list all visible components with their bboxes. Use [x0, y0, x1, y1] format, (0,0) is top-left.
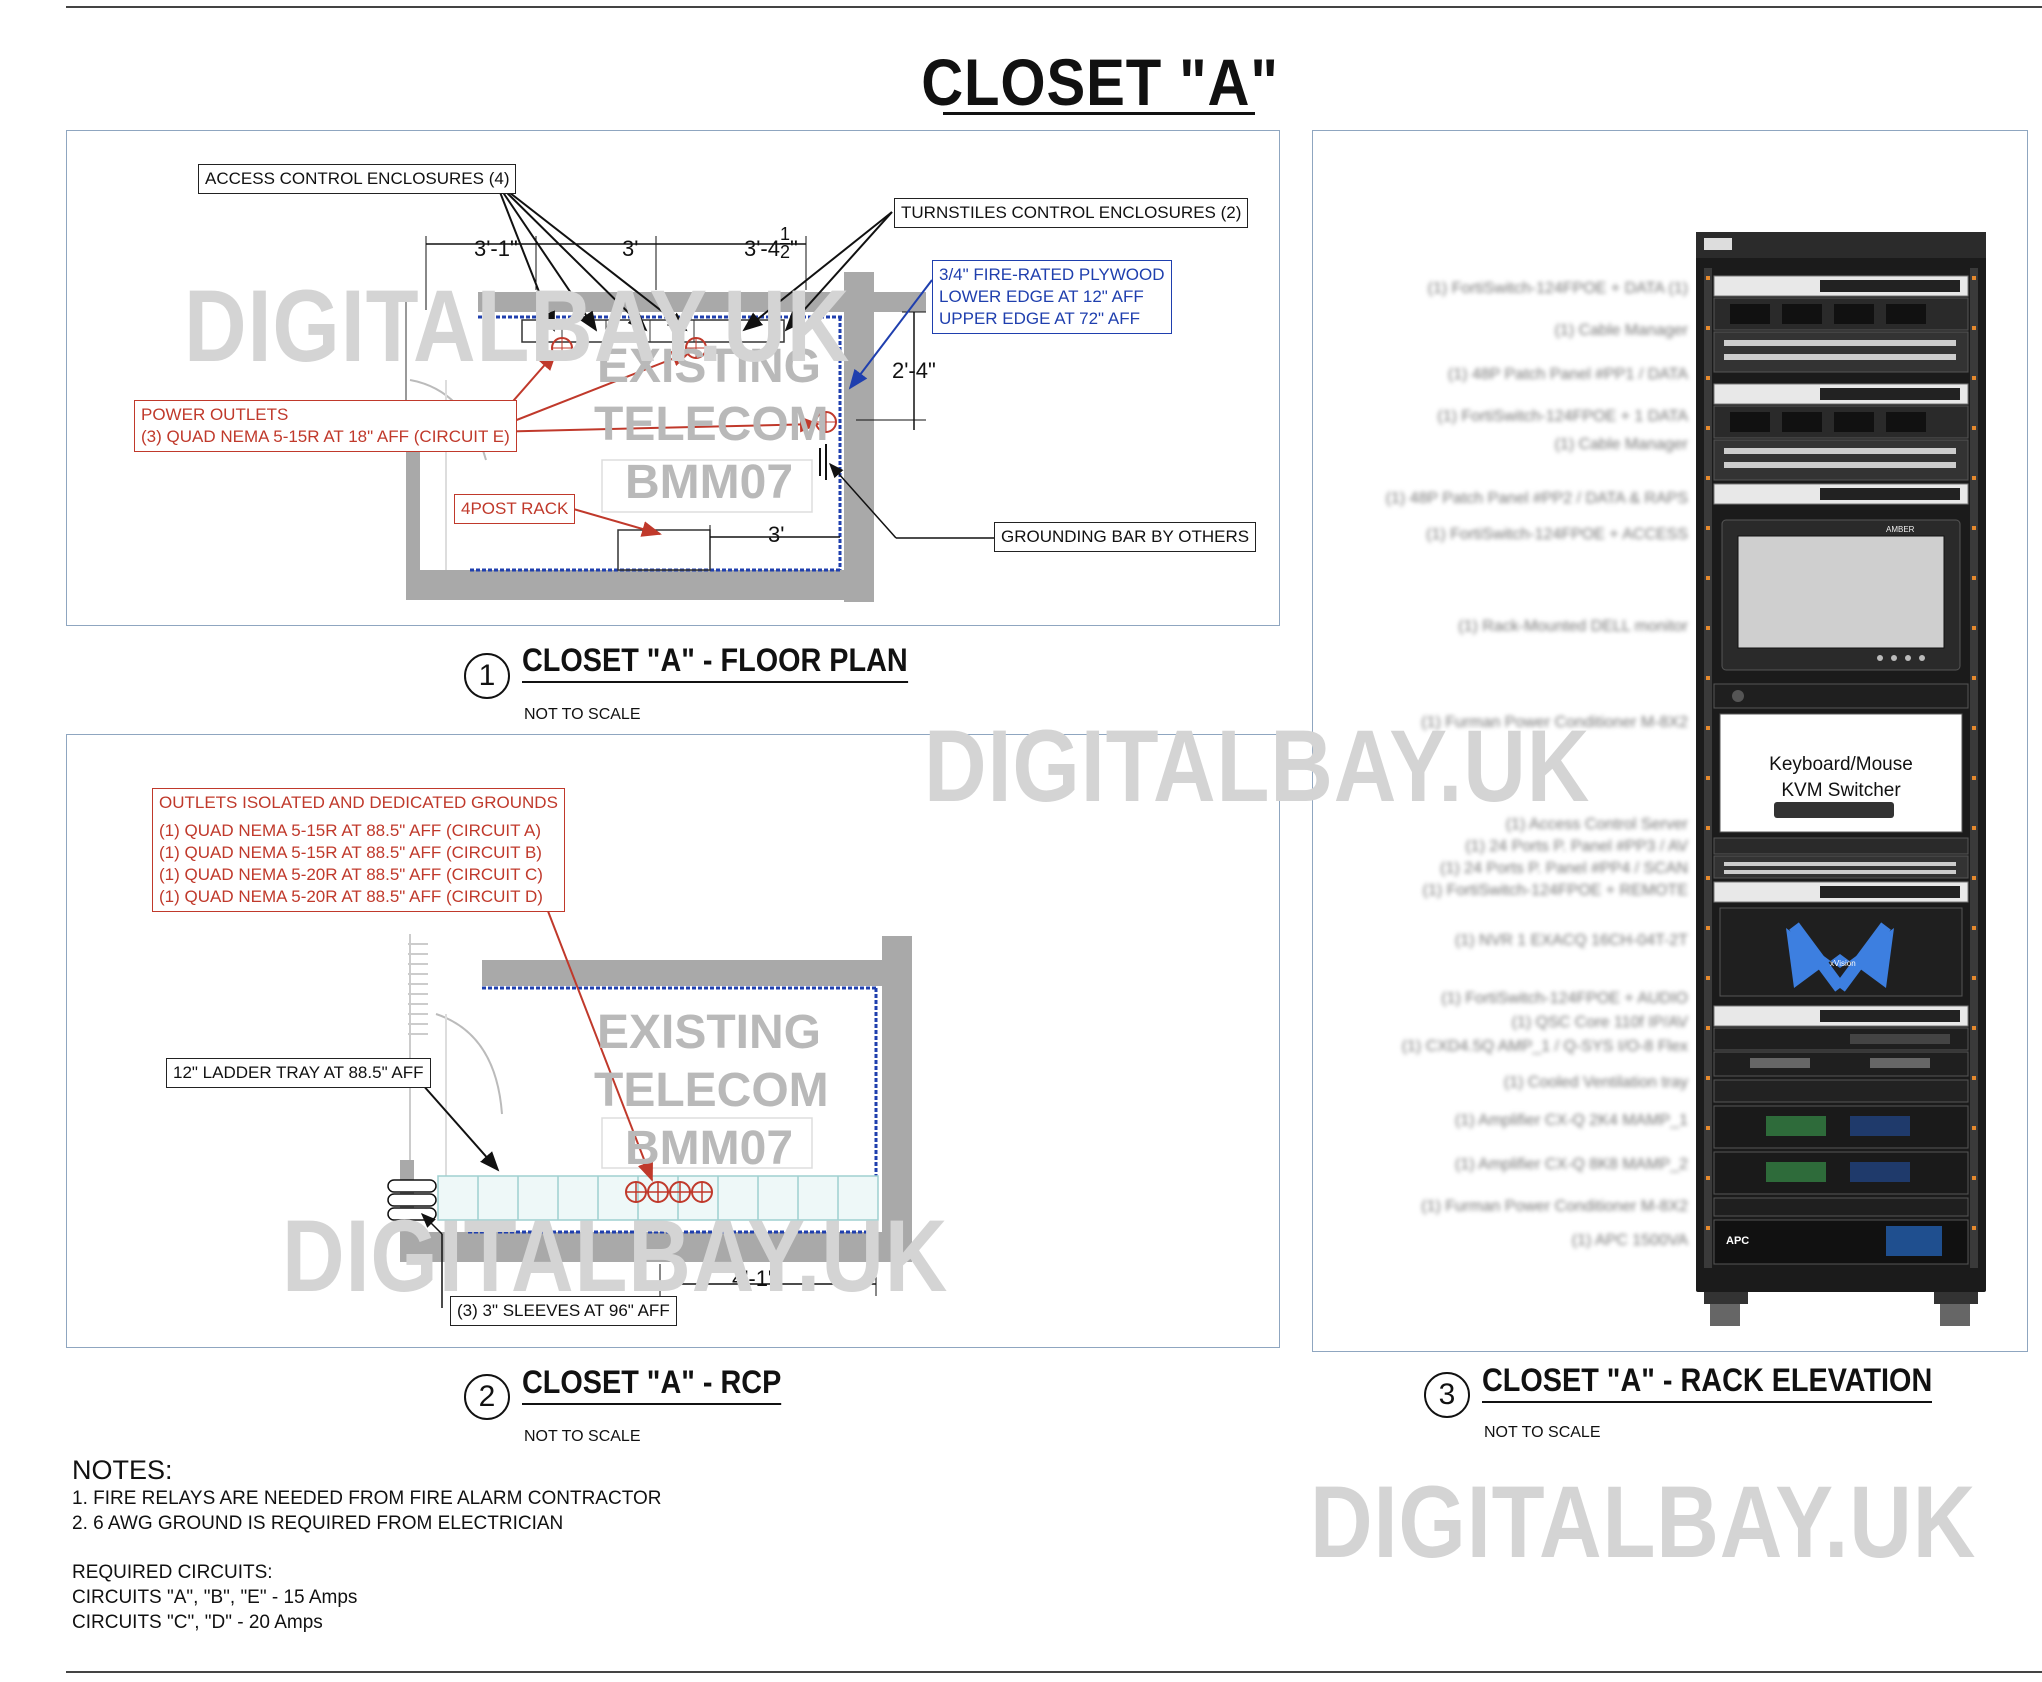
note-item: 1. FIRE RELAYS ARE NEEDED FROM FIRE ALAR…: [72, 1488, 662, 1509]
north-wall: [478, 292, 926, 312]
dim-3-rack: 3': [768, 522, 785, 547]
page-title-underline: [943, 112, 1255, 115]
rack-label: 4POST RACK: [454, 494, 576, 524]
watermark-2: DIGITALBAY.UK: [924, 709, 1591, 823]
rcp-room-label: EXISTING TELECOM BMM07: [594, 1004, 829, 1178]
rcp-room-line-2: TELECOM: [594, 1064, 829, 1117]
south-wall: [406, 570, 874, 600]
kvm-label-line-1: Keyboard/Mouse: [1769, 754, 1913, 775]
rack-drawing: AMBER xVision APC: [1696, 232, 1986, 1326]
circuits-heading: REQUIRED CIRCUITS:: [72, 1562, 273, 1583]
apc-label: APC: [1726, 1235, 1749, 1247]
rcp-caption-scale: NOT TO SCALE: [524, 1428, 641, 1445]
watermark-4: DIGITALBAY.UK: [1310, 1465, 1977, 1579]
power-outlets-line-2: (3) QUAD NEMA 5-15R AT 18" AFF (CIRCUIT …: [141, 427, 510, 446]
plywood-line-1: 3/4" FIRE-RATED PLYWOOD: [939, 265, 1165, 284]
dim-4-1: 4'-1": [732, 1266, 776, 1291]
dim-3-4-den: 2: [780, 242, 791, 262]
xvision-label: xVision: [1830, 959, 1856, 968]
ladder-tray-label: 12" LADDER TRAY AT 88.5" AFF: [166, 1058, 431, 1088]
watermark-3: DIGITALBAY.UK: [282, 1199, 949, 1313]
kvm-label-line-2: KVM Switcher: [1781, 780, 1901, 801]
power-outlets-line-1: POWER OUTLETS: [141, 405, 289, 424]
room-line-2: TELECOM: [594, 398, 829, 451]
rcp-drawing: [387, 905, 912, 1308]
rcp-south-wall: [400, 1232, 912, 1262]
rcp-east-wall: [882, 936, 912, 1256]
rcp-outlets-line-4: (1) QUAD NEMA 5-20R AT 88.5" AFF (CIRCUI…: [159, 865, 543, 884]
rack-caption-scale: NOT TO SCALE: [1484, 1424, 1601, 1441]
floor-plan-caption-title: CLOSET "A" - FLOOR PLAN: [522, 642, 908, 683]
monitor-brand: AMBER: [1886, 525, 1915, 534]
plywood-line-2: LOWER EDGE AT 12" AFF: [939, 287, 1144, 306]
rcp-caption-title: CLOSET "A" - RCP: [522, 1364, 782, 1405]
floor-plan-drawing: [405, 181, 994, 602]
rack-caption-title: CLOSET "A" - RACK ELEVATION: [1482, 1362, 1933, 1403]
rcp-outlets-line-5: (1) QUAD NEMA 5-20R AT 88.5" AFF (CIRCUI…: [159, 887, 543, 906]
floor-plan-caption-scale: NOT TO SCALE: [524, 706, 641, 723]
dim-3: 3': [622, 236, 639, 261]
floor-plan-caption-number: 1: [464, 653, 510, 699]
dim-2-4: 2'-4": [892, 358, 936, 383]
notes-heading: NOTES:: [72, 1455, 173, 1485]
page-title: CLOSET "A": [921, 45, 1279, 119]
west-wall: [406, 450, 420, 600]
grounding-label: GROUNDING BAR BY OTHERS: [994, 522, 1257, 552]
dim-3-4-whole: 3'-4: [744, 236, 780, 261]
rcp-north-wall: [482, 960, 896, 986]
rcp-room-line-3: BMM07: [624, 1122, 794, 1175]
rcp-caption-number: 2: [464, 1374, 510, 1420]
plywood-label: 3/4" FIRE-RATED PLYWOOD LOWER EDGE AT 12…: [932, 260, 1172, 334]
power-outlets-label: POWER OUTLETS (3) QUAD NEMA 5-15R AT 18"…: [134, 400, 517, 452]
bottom-rule: [66, 1671, 2042, 1673]
note-item: 2. 6 AWG GROUND IS REQUIRED FROM ELECTRI…: [72, 1513, 564, 1534]
room-line-1: EXISTING: [596, 340, 822, 393]
watermark-1: DIGITALBAY.UK: [184, 269, 851, 383]
circuit-item: CIRCUITS "C", "D" - 20 Amps: [72, 1612, 323, 1633]
rcp-outlets-label: OUTLETS ISOLATED AND DEDICATED GROUNDS (…: [152, 788, 565, 912]
rcp-outlets-line-2: (1) QUAD NEMA 5-15R AT 88.5" AFF (CIRCUI…: [159, 821, 542, 840]
east-wall: [844, 272, 874, 602]
rcp-outlets-line-1: OUTLETS ISOLATED AND DEDICATED GROUNDS: [159, 793, 558, 812]
dim-3-4-suffix: ": [790, 236, 798, 261]
circuit-item: CIRCUITS "A", "B", "E" - 15 Amps: [72, 1587, 358, 1608]
room-line-3: BMM07: [624, 456, 794, 509]
turnstiles-label: TURNSTILES CONTROL ENCLOSURES (2): [894, 198, 1249, 228]
notes-section: NOTES: 1. FIRE RELAYS ARE NEEDED FROM FI…: [72, 1454, 661, 1635]
dim-3-1: 3'-1": [474, 236, 518, 261]
sleeves-label: (3) 3" SLEEVES AT 96" AFF: [450, 1296, 677, 1326]
rack-caption-number: 3: [1424, 1372, 1470, 1418]
floor-plan-room-label: EXISTING TELECOM BMM07: [594, 338, 829, 512]
plywood-line-3: UPPER EDGE AT 72" AFF: [939, 309, 1140, 328]
rack-device-labels: (1) FortiSwitch-124FPOE + DATA (1) (1) C…: [1385, 280, 1688, 1249]
kvm-label: Keyboard/Mouse KVM Switcher: [1720, 752, 1962, 804]
rcp-room-line-1: EXISTING: [596, 1006, 822, 1059]
access-control-label: ACCESS CONTROL ENCLOSURES (4): [198, 164, 517, 194]
top-rule: [66, 6, 2042, 8]
rcp-outlets-line-3: (1) QUAD NEMA 5-15R AT 88.5" AFF (CIRCUI…: [159, 843, 542, 862]
dim-3-4-num: 1: [780, 224, 791, 244]
